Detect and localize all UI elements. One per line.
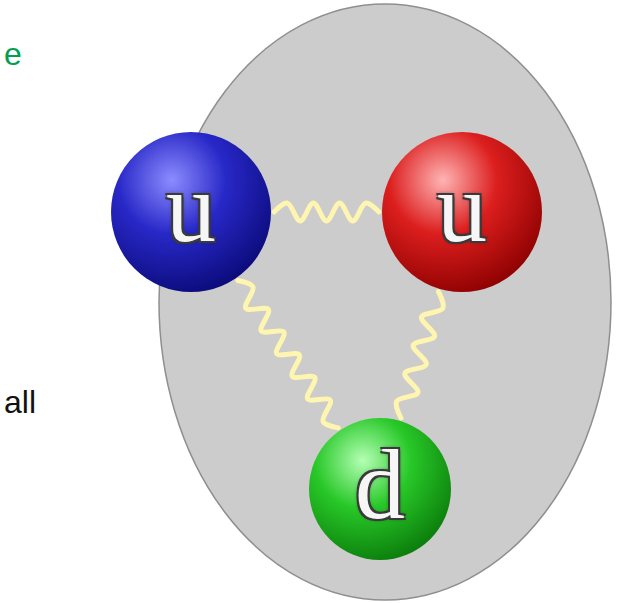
quark-circle: u	[110, 131, 272, 293]
quark-circle: d	[308, 417, 452, 561]
cut-off-text: all	[4, 386, 36, 418]
quark-ball	[309, 418, 451, 560]
quark-flavour: d	[355, 435, 405, 535]
quark-ball	[382, 132, 542, 292]
cut-off-text: e	[4, 38, 22, 70]
proton-outline	[159, 4, 611, 600]
gluon-line	[396, 292, 443, 418]
gluon-line	[274, 203, 379, 221]
quark-flavour: u	[437, 158, 487, 258]
quark-circle: u	[381, 131, 543, 293]
quark-ball	[111, 132, 271, 292]
gluon-line	[238, 281, 339, 428]
quark-flavour: u	[166, 158, 216, 258]
